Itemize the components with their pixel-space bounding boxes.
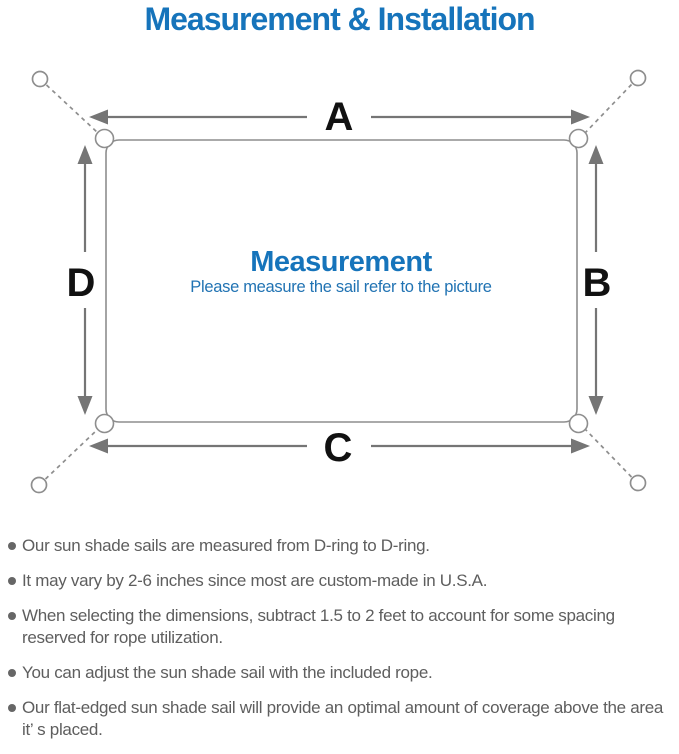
note-text: It may vary by 2-6 inches since most are…: [22, 571, 488, 590]
rope-dashed-line-bottom-right: [584, 428, 633, 478]
arrowhead-up-icon: [588, 145, 604, 164]
list-item: Our sun shade sails are measured from D-…: [0, 535, 667, 557]
anchor-ring-icon-bottom-left: [30, 476, 48, 494]
center-heading: Measurement: [250, 246, 432, 278]
bullet-dot-icon: [8, 612, 16, 620]
measurement-diagram: A B C D Measurement Please measure the s…: [30, 69, 647, 494]
bullet-dot-icon: [8, 669, 16, 677]
note-text: Our flat-edged sun shade sail will provi…: [22, 698, 664, 739]
rope-dashed-line-top-right: [584, 83, 633, 134]
anchor-ring-icon-top-left: [31, 70, 49, 88]
rope-dashed-line-top-left: [45, 84, 99, 134]
d-ring-icon-bottom-left: [94, 413, 115, 434]
sail-outline: [105, 139, 578, 423]
list-item: Our flat-edged sun shade sail will provi…: [0, 697, 667, 741]
bullet-dot-icon: [8, 577, 16, 585]
dimension-arrow-c: [89, 438, 590, 454]
anchor-ring-icon-top-right: [629, 69, 647, 87]
dimension-label-b: B: [583, 261, 612, 305]
arrowhead-left-icon: [89, 438, 108, 454]
arrowhead-right-icon: [571, 438, 590, 454]
list-item: You can adjust the sun shade sail with t…: [0, 662, 667, 684]
arrowhead-up-icon: [77, 145, 93, 164]
d-ring-icon-bottom-right: [568, 413, 589, 434]
arrowhead-down-icon: [588, 396, 604, 415]
dimension-label-d: D: [67, 261, 96, 305]
dimension-label-a: A: [325, 95, 354, 139]
bullet-dot-icon: [8, 542, 16, 550]
list-item: When selecting the dimensions, subtract …: [0, 605, 667, 649]
arrowhead-right-icon: [571, 109, 590, 125]
bullet-dot-icon: [8, 704, 16, 712]
d-ring-icon-top-right: [568, 128, 589, 149]
list-item: It may vary by 2-6 inches since most are…: [0, 570, 667, 592]
arrowhead-left-icon: [89, 109, 108, 125]
anchor-ring-icon-bottom-right: [629, 474, 647, 492]
page-title: Measurement & Installation: [144, 1, 535, 37]
d-ring-icon-top-left: [94, 128, 115, 149]
dimension-arrow-d: [77, 145, 93, 415]
note-text: When selecting the dimensions, subtract …: [22, 606, 615, 647]
notes-list: Our sun shade sails are measured from D-…: [0, 535, 679, 754]
note-text: You can adjust the sun shade sail with t…: [22, 663, 433, 682]
dimension-arrow-b: [588, 145, 604, 415]
dimension-label-c: C: [324, 426, 353, 470]
arrowhead-down-icon: [77, 396, 93, 415]
rope-dashed-line-bottom-left: [44, 428, 99, 480]
note-text: Our sun shade sails are measured from D-…: [22, 536, 430, 555]
dimension-arrow-a: [89, 109, 590, 125]
center-caption: Please measure the sail refer to the pic…: [190, 278, 492, 296]
